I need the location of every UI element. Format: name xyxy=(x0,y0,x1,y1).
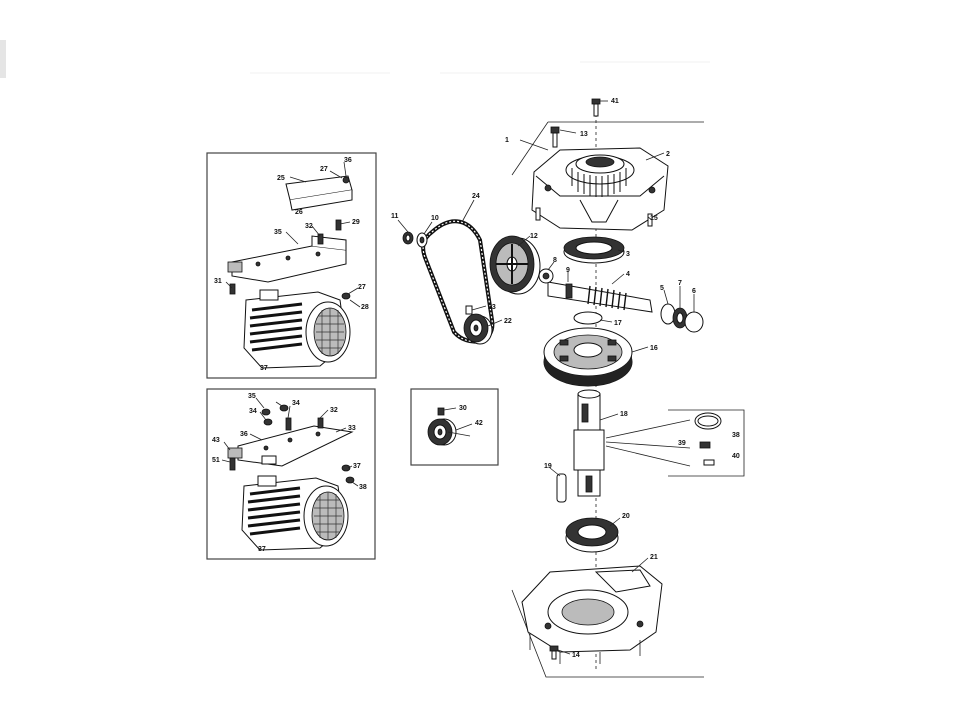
gearbox-assembly xyxy=(511,98,745,678)
pulley-12 xyxy=(489,235,541,295)
pulley-detail-box xyxy=(410,388,499,466)
header-artifacts xyxy=(0,40,710,78)
callout-a-27b: 27 xyxy=(358,284,366,291)
callout-3: 3 xyxy=(626,251,630,258)
motor-pulley-22 xyxy=(463,313,493,345)
bearing-3 xyxy=(563,236,625,264)
callout-22: 22 xyxy=(504,318,512,325)
callout-a-37: 37 xyxy=(260,365,268,372)
callout-a-29: 29 xyxy=(352,219,360,226)
callout-b-33: 33 xyxy=(348,425,356,432)
callout-b-36: 36 xyxy=(240,431,248,438)
callout-a-26: 26 xyxy=(295,209,303,216)
callout-41: 41 xyxy=(611,98,619,105)
leader-lines xyxy=(221,100,695,655)
callout-1: 1 xyxy=(505,137,509,144)
bearing-20 xyxy=(565,517,619,553)
worm-shaft-4 xyxy=(547,281,653,313)
callout-17: 17 xyxy=(614,320,622,327)
callout-a-27: 27 xyxy=(320,166,328,173)
callout-21: 21 xyxy=(650,554,658,561)
worm-gear-16 xyxy=(543,327,633,387)
callout-15: 15 xyxy=(650,215,658,222)
lower-housing-21 xyxy=(521,565,663,664)
key-23 xyxy=(465,305,473,315)
callout-40: 40 xyxy=(732,453,740,460)
callout-23: 23 xyxy=(488,304,496,311)
washer-10 xyxy=(416,232,428,248)
callout-11: 11 xyxy=(391,213,399,220)
callout-6: 6 xyxy=(692,288,696,295)
callout-39: 39 xyxy=(678,440,686,447)
callout-b-32: 32 xyxy=(330,407,338,414)
callout-5: 5 xyxy=(660,285,664,292)
belt-drive xyxy=(402,219,541,345)
callout-b-35: 35 xyxy=(248,393,256,400)
output-shaft-18 xyxy=(573,389,605,497)
callout-7: 7 xyxy=(678,280,682,287)
callout-38: 38 xyxy=(732,432,740,439)
upper-housing-2 xyxy=(531,147,669,231)
callout-b-34a: 34 xyxy=(249,408,257,415)
screw-41 xyxy=(591,98,601,117)
callout-2: 2 xyxy=(666,151,670,158)
callout-b-37a: 37 xyxy=(353,463,361,470)
callout-a-25: 25 xyxy=(277,175,285,182)
callout-b-38: 38 xyxy=(359,484,367,491)
screw-14 xyxy=(549,645,559,660)
callout-19: 19 xyxy=(544,463,552,470)
callout-8: 8 xyxy=(553,257,557,264)
callout-a-32: 32 xyxy=(305,223,313,230)
nut-11 xyxy=(402,231,414,245)
callout-a-35: 35 xyxy=(274,229,282,236)
ring-17 xyxy=(573,311,603,325)
motor-box-b xyxy=(206,388,376,560)
callout-42: 42 xyxy=(475,420,483,427)
callout-a-31: 31 xyxy=(214,278,222,285)
callout-b-43: 43 xyxy=(212,437,220,444)
callout-10: 10 xyxy=(431,215,439,222)
callout-a-36: 36 xyxy=(344,157,352,164)
callout-b-37b: 37 xyxy=(258,546,266,553)
key-19 xyxy=(556,473,567,503)
end-bearings-5-7-6 xyxy=(660,303,704,333)
callout-b-51: 51 xyxy=(212,457,220,464)
bolt-13 xyxy=(550,126,560,148)
callout-a-28: 28 xyxy=(361,304,369,311)
callout-b-34b: 34 xyxy=(292,400,300,407)
callout-20: 20 xyxy=(622,513,630,520)
callout-24: 24 xyxy=(472,193,480,200)
callout-9: 9 xyxy=(566,267,570,274)
callout-12: 12 xyxy=(530,233,538,240)
motor-box-a xyxy=(206,152,377,379)
motor-37-b xyxy=(241,475,349,551)
callout-4: 4 xyxy=(626,271,630,278)
callout-30: 30 xyxy=(459,405,467,412)
callout-16: 16 xyxy=(650,345,658,352)
callout-13: 13 xyxy=(580,131,588,138)
callout-18: 18 xyxy=(620,411,628,418)
callout-14: 14 xyxy=(572,652,580,659)
motor-37-a xyxy=(243,289,351,369)
callout-labels: 41 1 13 2 15 24 11 10 12 3 8 9 4 7 5 6 2… xyxy=(212,98,740,659)
circlip-detail-box xyxy=(605,409,745,477)
